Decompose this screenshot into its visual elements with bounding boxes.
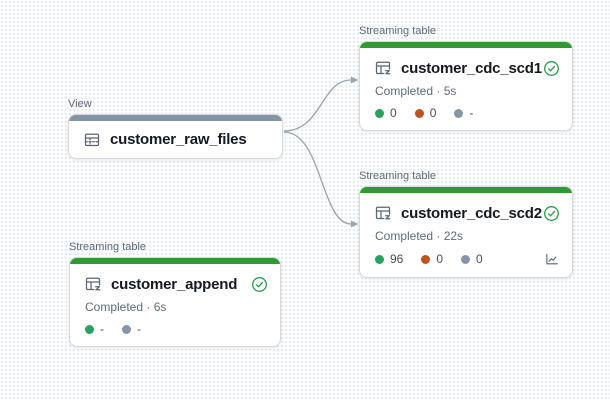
- edge-raw-to-scd1: [283, 79, 352, 132]
- green-dot-icon: [375, 108, 384, 118]
- node-customer-append[interactable]: Streaming table customer_append: [69, 240, 281, 347]
- edge-arrowhead-scd2: [351, 220, 359, 228]
- streaming-table-icon: [84, 275, 102, 293]
- accent-bar-gray: [69, 115, 282, 121]
- node-card[interactable]: customer_cdc_scd2 Completed · 22s 96 0 0: [359, 186, 573, 278]
- metrics-row: 96 0 0: [375, 251, 560, 267]
- metric-red: 0: [421, 252, 443, 266]
- metric-green: 96: [375, 252, 403, 266]
- metric-green: -: [85, 322, 104, 336]
- metrics-row: - -: [85, 322, 268, 336]
- node-customer-cdc-scd2[interactable]: Streaming table customer_cdc_scd2: [359, 169, 573, 278]
- gray-dot-icon: [461, 254, 471, 264]
- node-type-label: View: [68, 98, 92, 110]
- status-text: Completed · 22s: [375, 229, 464, 243]
- node-card[interactable]: customer_cdc_scd1 Completed · 5s 0 0 -: [359, 41, 573, 131]
- red-dot-icon: [414, 108, 424, 118]
- metric-gray: -: [122, 322, 141, 336]
- node-type-label: Streaming table: [359, 170, 437, 182]
- accent-bar-green: [70, 258, 280, 264]
- node-type-label: Streaming table: [359, 25, 437, 37]
- node-title: customer_raw_files: [110, 131, 247, 148]
- check-circle-icon: [543, 60, 560, 77]
- view-table-icon: [83, 131, 101, 149]
- node-type-label: Streaming table: [69, 241, 147, 253]
- check-circle-icon: [543, 205, 560, 222]
- status-text: Completed · 6s: [85, 300, 167, 314]
- edge-arrowhead-scd1: [351, 76, 359, 84]
- metric-gray: -: [454, 106, 473, 120]
- node-card[interactable]: customer_append Completed · 6s - -: [69, 257, 281, 347]
- edge-raw-to-scd2: [283, 131, 352, 225]
- status-text: Completed · 5s: [375, 84, 457, 98]
- metric-red: 0: [414, 106, 436, 120]
- node-title: customer_cdc_scd2: [401, 204, 542, 222]
- metric-gray: 0: [461, 252, 483, 266]
- streaming-table-icon: [374, 204, 392, 222]
- streaming-table-icon: [374, 59, 392, 77]
- gray-dot-icon: [454, 108, 464, 118]
- metrics-row: 0 0 -: [375, 106, 560, 120]
- green-dot-icon: [375, 254, 384, 264]
- accent-bar-green: [360, 187, 572, 193]
- node-title: customer_append: [111, 275, 238, 293]
- node-customer-raw-files[interactable]: View customer_raw_files: [68, 97, 283, 159]
- node-title: customer_cdc_scd1: [401, 59, 542, 77]
- node-card[interactable]: customer_raw_files: [68, 114, 283, 159]
- node-customer-cdc-scd1[interactable]: Streaming table customer_cdc_scd1: [359, 24, 573, 131]
- metric-green: 0: [375, 106, 397, 120]
- check-circle-icon: [251, 276, 268, 293]
- line-chart-icon[interactable]: [544, 251, 560, 267]
- green-dot-icon: [85, 324, 94, 334]
- gray-dot-icon: [122, 324, 131, 334]
- red-dot-icon: [421, 254, 431, 264]
- accent-bar-green: [360, 42, 572, 48]
